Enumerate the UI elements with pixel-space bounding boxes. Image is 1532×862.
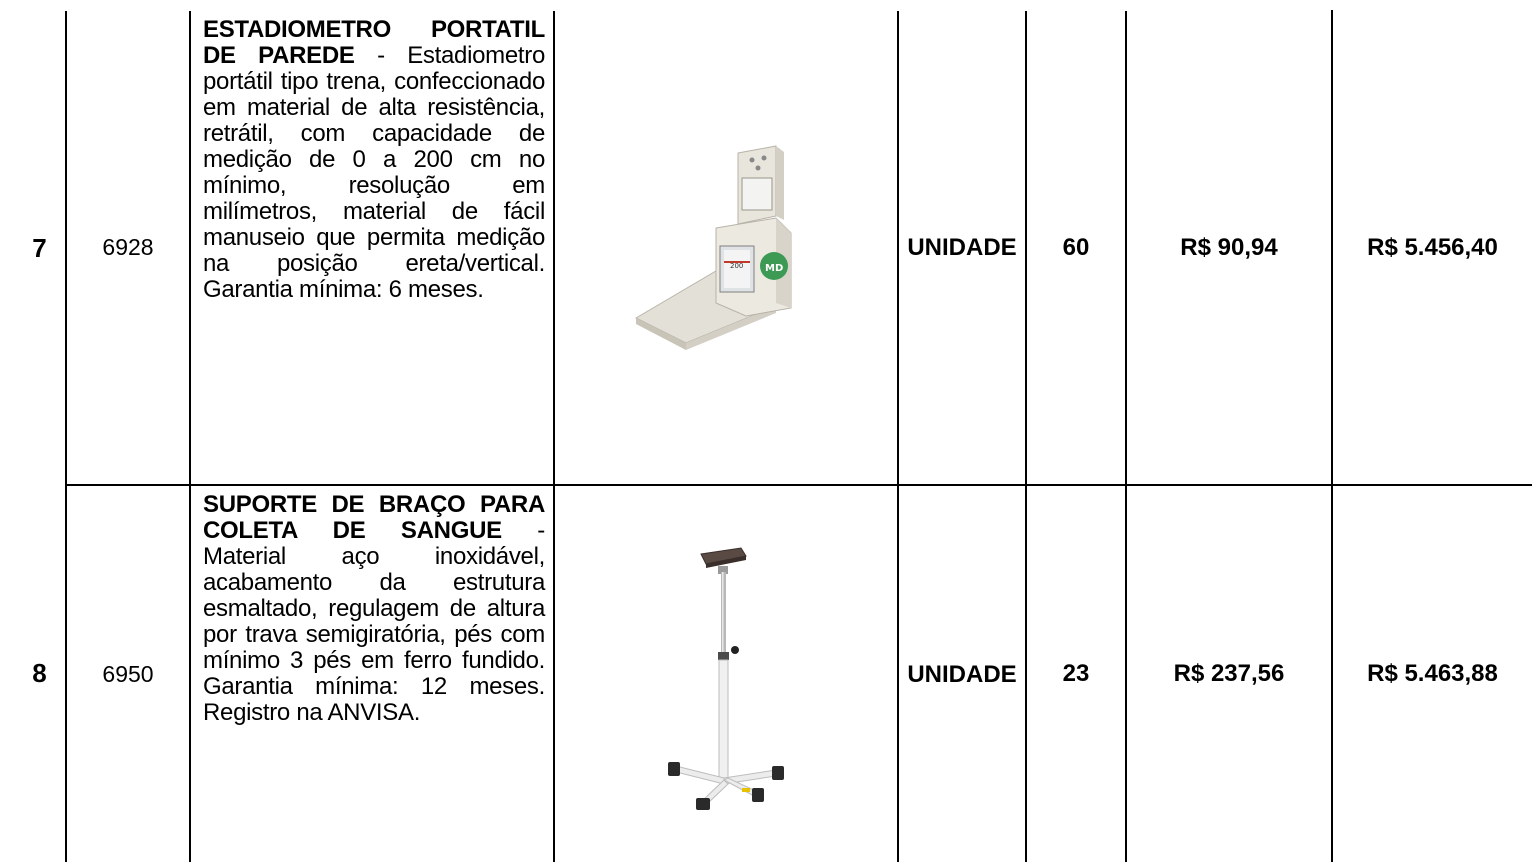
item-number: 8 bbox=[14, 485, 67, 862]
item-quantity: 60 bbox=[1025, 11, 1127, 486]
item-title: ESTADIOMETRO PORTATIL DE PAREDE bbox=[203, 16, 545, 69]
item-unit-price: R$ 90,94 bbox=[1125, 11, 1333, 486]
table-row: 7 6928 ESTADIOMETRO PORTATIL DE PAREDE -… bbox=[14, 11, 1532, 486]
products-table: 7 6928 ESTADIOMETRO PORTATIL DE PAREDE -… bbox=[14, 10, 1532, 862]
item-title: SUPORTE DE BRAÇO PARA COLETA DE SANGUE bbox=[203, 491, 545, 544]
item-quantity: 23 bbox=[1025, 484, 1127, 862]
item-unit: UNIDADE bbox=[897, 484, 1027, 862]
item-unit: UNIDADE bbox=[897, 11, 1027, 486]
item-code: 6950 bbox=[65, 484, 191, 862]
item-description-text: - Material aço inoxidável, acabamento da… bbox=[203, 517, 546, 726]
item-description: ESTADIOMETRO PORTATIL DE PAREDE - Estadi… bbox=[203, 17, 545, 303]
item-number: 7 bbox=[14, 11, 67, 485]
svg-text:200: 200 bbox=[730, 262, 743, 270]
item-image-cell: 200 MD bbox=[553, 11, 899, 486]
arm-support-stand-image bbox=[668, 547, 784, 810]
item-description-cell: SUPORTE DE BRAÇO PARA COLETA DE SANGUE -… bbox=[189, 484, 555, 862]
item-code: 6928 bbox=[65, 11, 191, 486]
item-total: R$ 5.456,40 bbox=[1331, 11, 1532, 486]
item-description: SUPORTE DE BRAÇO PARA COLETA DE SANGUE -… bbox=[203, 492, 545, 726]
item-description-text: - Estadiometro portátil tipo trena, conf… bbox=[203, 42, 545, 303]
item-image-cell bbox=[553, 484, 899, 862]
stadiometer-image: 200 MD bbox=[634, 144, 792, 350]
item-description-cell: ESTADIOMETRO PORTATIL DE PAREDE - Estadi… bbox=[189, 11, 555, 486]
item-unit-price: R$ 237,56 bbox=[1125, 484, 1333, 862]
table-row: 8 6950 SUPORTE DE BRAÇO PARA COLETA DE S… bbox=[14, 484, 1532, 862]
item-total: R$ 5.463,88 bbox=[1331, 484, 1532, 862]
svg-text:MD: MD bbox=[765, 263, 783, 274]
